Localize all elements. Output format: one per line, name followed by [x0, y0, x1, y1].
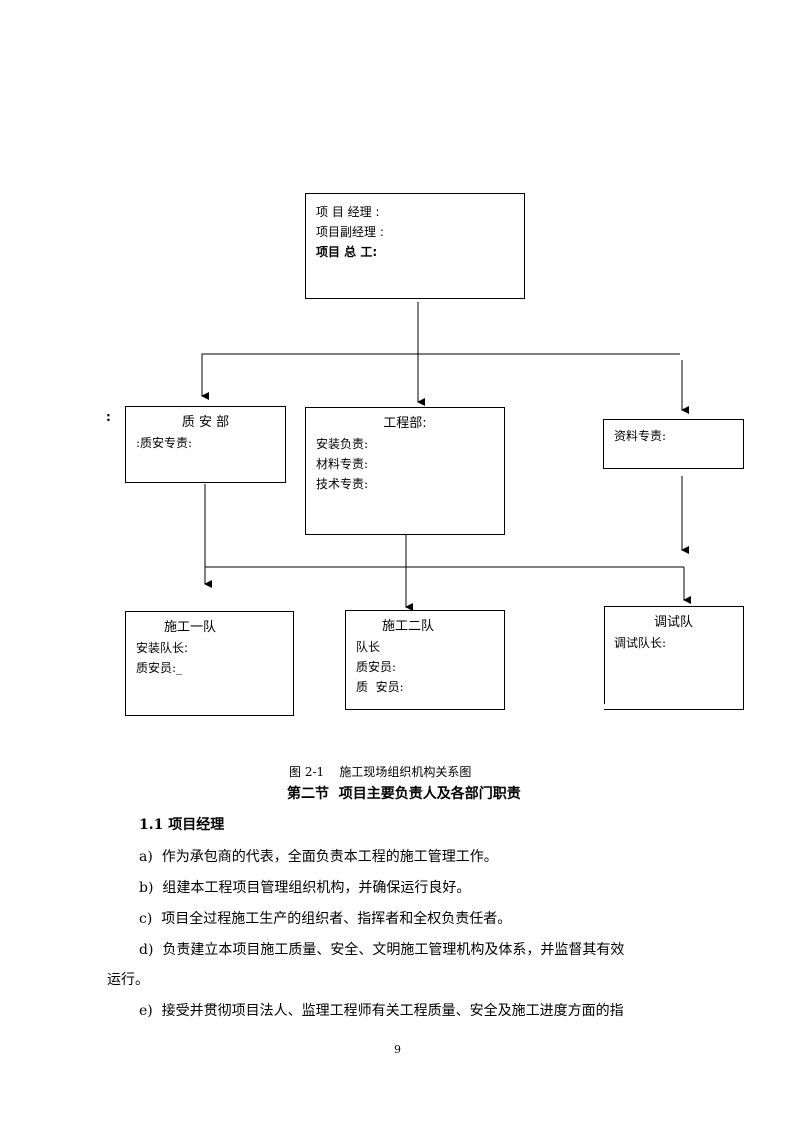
team-1-title: 施工一队	[164, 620, 217, 635]
quality-safety-dept-title: 质 安 部	[181, 415, 230, 430]
team-1-qs-line: 质安员:_	[136, 661, 183, 675]
team-2-title: 施工二队	[382, 619, 435, 634]
commissioning-box-left-edge	[604, 606, 605, 704]
quality-safety-line: :质安专责:	[136, 436, 193, 450]
construction-team-2-box: 施工二队 队长 质安员: 质 安员:	[345, 610, 505, 710]
duty-item-b: b) 组建本工程项目管理组织机构，并确保运行良好。	[139, 880, 471, 896]
chief-engineer-line: 项目 总 工:	[316, 245, 378, 259]
project-manager-line: 项 目 经理 :	[316, 205, 380, 219]
stray-colon: :	[106, 410, 111, 424]
figure-caption: 图 2-1 施工现场组织机构关系图	[289, 765, 472, 779]
commissioning-team-title: 调试队	[653, 615, 693, 630]
project-manager-box: 项 目 经理 : 项目副经理 : 项目 总 工:	[305, 193, 525, 299]
duty-item-c: c) 项目全过程施工生产的组织者、指挥者和全权负责任者。	[139, 911, 512, 927]
duty-item-e: e) 接受并贯彻项目法人、监理工程师有关工程质量、安全及施工进度方面的指	[139, 1003, 624, 1019]
engineering-dept-title: 工程部:	[383, 416, 427, 431]
page-number: 9	[394, 1043, 401, 1056]
construction-team-1-box: 施工一队 安装队长: 质安员:_	[125, 611, 294, 716]
section-title: 第二节 项目主要负责人及各部门职责	[287, 786, 521, 802]
commissioning-team-box: 调试队 调试队长:	[604, 606, 744, 710]
technical-line: 技术专责:	[316, 477, 369, 491]
duty-item-d-continued: 运行。	[107, 972, 149, 988]
documents-line: 资料专责:	[614, 429, 667, 443]
team-2-leader-line: 队长	[356, 640, 381, 654]
materials-line: 材料专责:	[316, 457, 369, 471]
quality-safety-dept-box: 质 安 部 :质安专责:	[125, 406, 286, 483]
documents-box: 资料专责:	[603, 419, 744, 469]
team-2-qs-line: 质安员:	[356, 660, 397, 674]
team-1-leader-line: 安装队长:	[136, 641, 189, 655]
team-2-qs2-line: 质 安员:	[356, 680, 404, 694]
engineering-dept-box: 工程部: 安装负责: 材料专责: 技术专责:	[305, 407, 505, 535]
deputy-manager-line: 项目副经理 :	[316, 225, 384, 239]
installation-lead-line: 安装负责:	[316, 437, 369, 451]
duty-item-a: a) 作为承包商的代表，全面负责本工程的施工管理工作。	[139, 849, 498, 865]
commissioning-leader-line: 调试队长:	[614, 636, 667, 650]
subsection-title: 1.1 项目经理	[139, 817, 225, 833]
duty-item-d: d) 负责建立本项目施工质量、安全、文明施工管理机构及体系，并监督其有效	[139, 942, 625, 958]
